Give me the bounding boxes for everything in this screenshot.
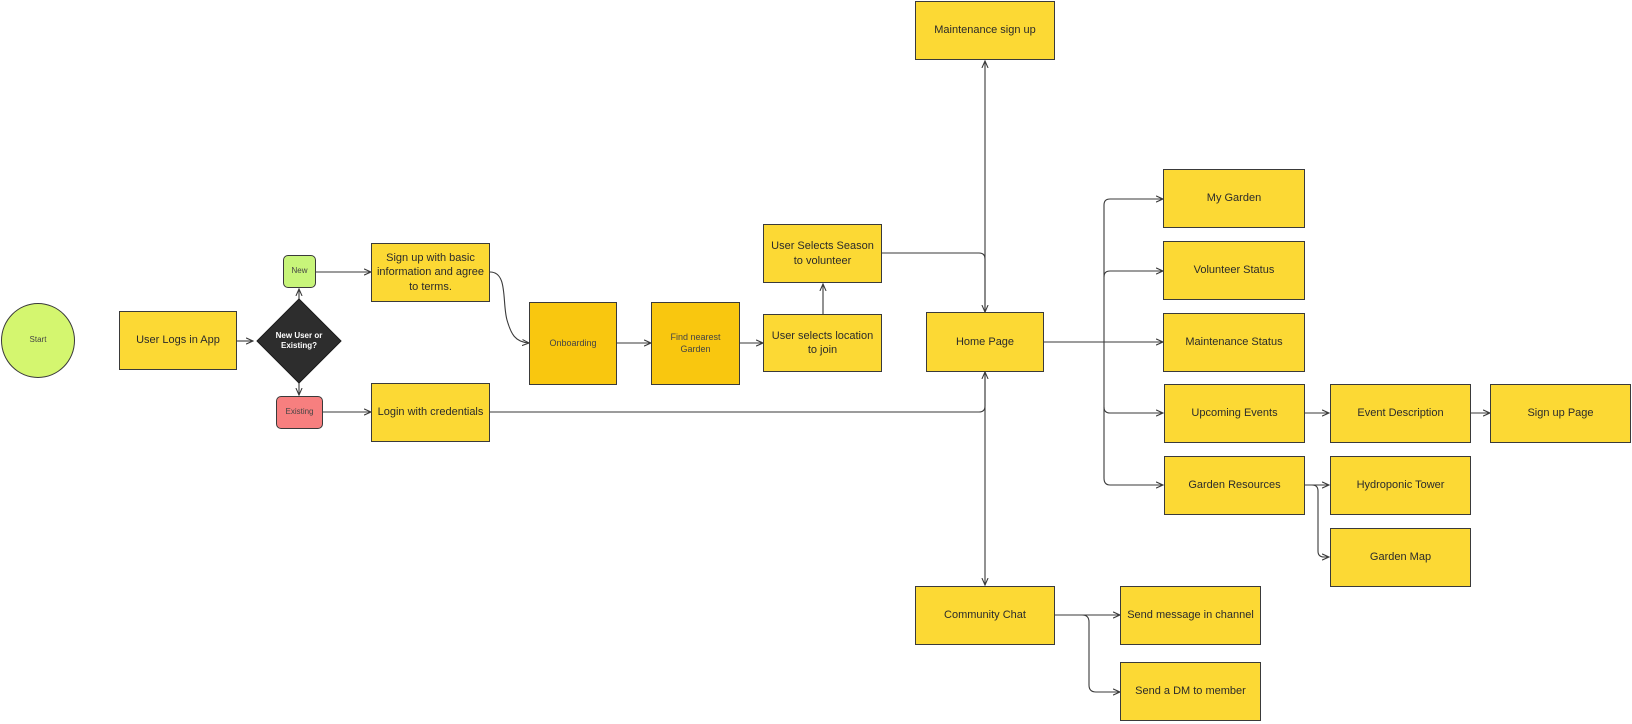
- edge-chat-to-dm: [1055, 614, 1120, 692]
- event-description-node: Event Description: [1330, 384, 1471, 443]
- user-logs-in-node: User Logs in App: [119, 311, 237, 370]
- garden-resources-label: Garden Resources: [1188, 479, 1281, 492]
- find-garden-node: Find nearest Garden: [651, 302, 740, 385]
- hydroponic-tower-label: Hydroponic Tower: [1356, 479, 1445, 492]
- select-season-label: User Selects Season to volunteer: [771, 240, 874, 267]
- edge-to-resources: [1103, 477, 1163, 485]
- send-dm-node: Send a DM to member: [1120, 662, 1261, 721]
- maintenance-status-node: Maintenance Status: [1163, 313, 1305, 372]
- my-garden-node: My Garden: [1163, 169, 1305, 228]
- garden-map-label: Garden Map: [1369, 551, 1432, 564]
- start-label: Start: [29, 335, 47, 345]
- maintenance-signup-label: Maintenance sign up: [934, 24, 1036, 37]
- community-chat-label: Community Chat: [944, 609, 1026, 622]
- start-node: Start: [1, 303, 75, 378]
- decision-diamond: [256, 298, 342, 384]
- sign-up-page-node: Sign up Page: [1490, 384, 1631, 443]
- edge-resources-to-map: [1305, 484, 1329, 557]
- upcoming-events-label: Upcoming Events: [1191, 407, 1278, 420]
- volunteer-status-node: Volunteer Status: [1163, 241, 1305, 300]
- new-tag: New: [283, 255, 316, 288]
- send-dm-label: Send a DM to member: [1135, 685, 1246, 698]
- my-garden-label: My Garden: [1206, 192, 1262, 205]
- select-location-node: User selects location to join: [763, 314, 882, 372]
- edge-branch-trunk: [1103, 199, 1163, 206]
- maintenance-signup-node: Maintenance sign up: [915, 1, 1055, 60]
- edge-to-volunteer: [1103, 271, 1163, 278]
- community-chat-node: Community Chat: [915, 586, 1055, 645]
- existing-tag: Existing: [276, 396, 323, 429]
- onboarding-label: Onboarding: [549, 337, 597, 348]
- sign-up-node: Sign up with basic information and agree…: [371, 243, 490, 302]
- select-season-node: User Selects Season to volunteer: [763, 224, 882, 283]
- sign-up-label: Sign up with basic information and agree…: [376, 252, 484, 293]
- existing-label: Existing: [285, 407, 314, 417]
- send-message-label: Send message in channel: [1127, 609, 1254, 622]
- sign-up-page-label: Sign up Page: [1527, 407, 1594, 420]
- hydroponic-tower-node: Hydroponic Tower: [1330, 456, 1471, 515]
- find-garden-label: Find nearest Garden: [670, 331, 721, 354]
- edge-signup-to-onboarding: [489, 271, 529, 343]
- new-label: New: [291, 266, 308, 276]
- select-location-label: User selects location to join: [771, 329, 874, 356]
- garden-resources-node: Garden Resources: [1164, 456, 1305, 515]
- send-message-node: Send message in channel: [1120, 586, 1261, 645]
- edge-season-to-home: [882, 252, 985, 312]
- garden-map-node: Garden Map: [1330, 528, 1471, 587]
- volunteer-status-label: Volunteer Status: [1193, 264, 1275, 277]
- user-logs-in-label: User Logs in App: [136, 334, 220, 347]
- event-description-label: Event Description: [1357, 407, 1444, 420]
- decision-label: New User or Existing?: [275, 331, 323, 350]
- onboarding-node: Onboarding: [529, 302, 617, 385]
- maintenance-status-label: Maintenance Status: [1185, 336, 1283, 349]
- edge-to-upcoming: [1103, 406, 1163, 413]
- home-page-label: Home Page: [955, 335, 1015, 348]
- upcoming-events-node: Upcoming Events: [1164, 384, 1305, 443]
- home-page-node: Home Page: [926, 312, 1044, 372]
- login-node: Login with credentials: [371, 383, 490, 442]
- login-label: Login with credentials: [377, 406, 484, 419]
